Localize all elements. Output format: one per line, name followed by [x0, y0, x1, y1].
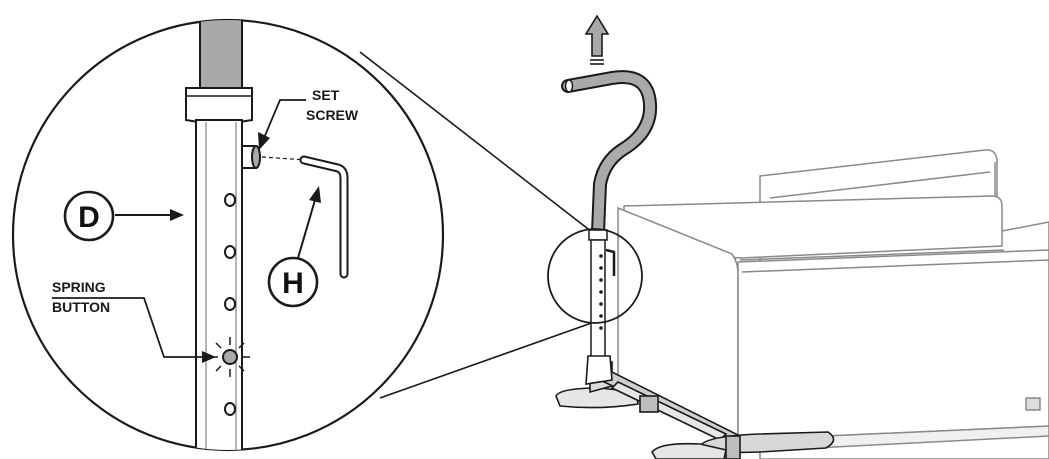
cane-foot-plate — [555, 387, 639, 409]
spring-button-label-line2: BUTTON — [52, 299, 110, 315]
spring-button-arrowhead — [202, 351, 216, 363]
spring-button-label-line1: SPRING — [52, 279, 106, 295]
set-screw-arrowhead — [258, 132, 270, 150]
burst-icon — [210, 337, 250, 377]
spring-button-leader — [52, 297, 206, 358]
adjustment-hole — [224, 193, 236, 207]
part-h-leader — [297, 199, 316, 259]
detail-magnifier: SET SCREW SPRING BUTTON D H — [11, 18, 445, 452]
cane-holes — [599, 254, 603, 330]
set-screw-label-line2: SCREW — [306, 107, 359, 123]
part-d-badge — [63, 190, 115, 242]
zoom-circle-small — [547, 228, 643, 324]
part-h-arrowhead — [309, 186, 321, 203]
sofa — [617, 149, 1049, 459]
tube-collar — [185, 87, 253, 124]
up-arrow-icon — [584, 14, 610, 65]
part-h-letter: H — [282, 267, 304, 300]
part-d-letter: D — [78, 201, 100, 234]
zoom-connector-lines — [359, 51, 601, 399]
adjustment-hole — [224, 297, 236, 311]
part-d-arrowhead — [170, 209, 184, 221]
set-screw — [241, 145, 261, 169]
adjustment-hole — [224, 245, 236, 259]
adjustment-holes — [224, 193, 236, 416]
cane-outer-tube — [590, 239, 606, 359]
cane — [561, 70, 658, 385]
spring-button — [210, 337, 250, 377]
set-screw-leader — [263, 99, 306, 139]
sofa-arm-side — [737, 249, 1049, 441]
alignment-dash — [261, 156, 307, 161]
set-screw-label-line1: SET — [312, 87, 340, 103]
adjustment-hole — [224, 402, 236, 416]
part-h-badge — [267, 256, 319, 308]
outer-tube — [195, 119, 243, 450]
inner-tube — [199, 20, 243, 93]
